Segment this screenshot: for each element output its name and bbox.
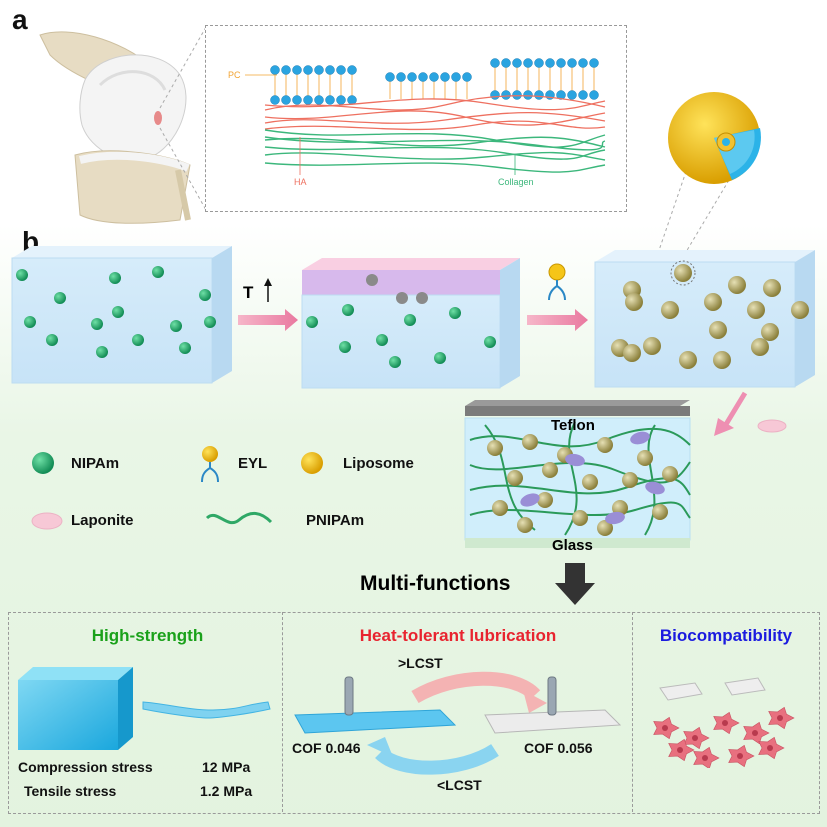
pnipam-icon — [205, 512, 273, 524]
knee-joint-illustration — [39, 31, 191, 224]
temperature-label: T — [243, 283, 254, 302]
pc-label: PC — [228, 70, 241, 80]
lubrication-title: Heat-tolerant lubrication — [359, 626, 557, 645]
compressed-cube — [18, 667, 133, 750]
divider-2 — [632, 612, 633, 812]
tensile-value: 1.2 MPa — [200, 783, 253, 799]
hydrophilic-gel-surface — [294, 676, 457, 734]
above-lcst-label: >LCST — [398, 655, 443, 671]
process-arrow-1 — [238, 309, 298, 331]
ha-label: HA — [294, 177, 307, 187]
high-strength-title: High-strength — [91, 626, 204, 645]
legend-pnipam: PNIPAm — [306, 512, 365, 529]
compression-value: 12 MPa — [202, 759, 251, 775]
laponite-icon — [31, 512, 63, 530]
glass-label: Glass — [552, 537, 593, 554]
nipam-icon — [32, 452, 54, 474]
legend-eyl: EYL — [238, 455, 268, 472]
strength-illustration — [18, 667, 271, 750]
hyaluronic-acid-fibers — [264, 95, 606, 131]
liposome-icon — [301, 452, 323, 474]
collagen-label: Collagen — [498, 177, 534, 187]
particles — [16, 264, 809, 369]
phase-separated-box — [301, 258, 520, 389]
liposome-loaded-box — [594, 250, 815, 388]
teflon-label: Teflon — [551, 417, 595, 434]
multi-functions-label: Multi-functions — [360, 572, 511, 595]
laponite-addition — [714, 391, 787, 436]
divider-1 — [282, 612, 283, 812]
process-arrow-2 — [527, 309, 588, 331]
biocompatibility-title: Biocompatibility — [659, 626, 793, 645]
hydrogel-sandwich — [464, 400, 691, 548]
lubrication-illustration — [294, 671, 622, 775]
tensile-strip — [142, 701, 271, 719]
cells — [653, 706, 795, 768]
cell-culture-illustration — [653, 677, 795, 768]
gel-network — [469, 421, 691, 536]
legend-liposome: Liposome — [343, 455, 414, 472]
synthesis-process — [11, 246, 815, 389]
compression-label: Compression stress — [18, 759, 153, 775]
functions-panel — [8, 612, 820, 814]
legend-laponite: Laponite — [71, 512, 134, 529]
lubrication-layer-diagram — [245, 58, 606, 175]
below-lcst-label: <LCST — [437, 777, 482, 793]
down-arrow-icon — [555, 563, 595, 605]
cof-left: COF 0.046 — [292, 740, 361, 756]
hydrophobic-gel-surface — [484, 676, 622, 734]
legend-nipam: NIPAm — [71, 455, 120, 472]
monomer-solution-box — [11, 246, 232, 384]
tensile-label: Tensile stress — [24, 783, 117, 799]
eyl-icon-process — [548, 263, 566, 301]
legend-graphics — [31, 446, 323, 530]
collagen-fibers — [264, 129, 606, 173]
liposome-cutaway-icon — [668, 92, 761, 184]
cof-right: COF 0.056 — [524, 740, 593, 756]
eyl-icon — [201, 446, 219, 483]
panel-a-letter: a — [12, 4, 28, 35]
